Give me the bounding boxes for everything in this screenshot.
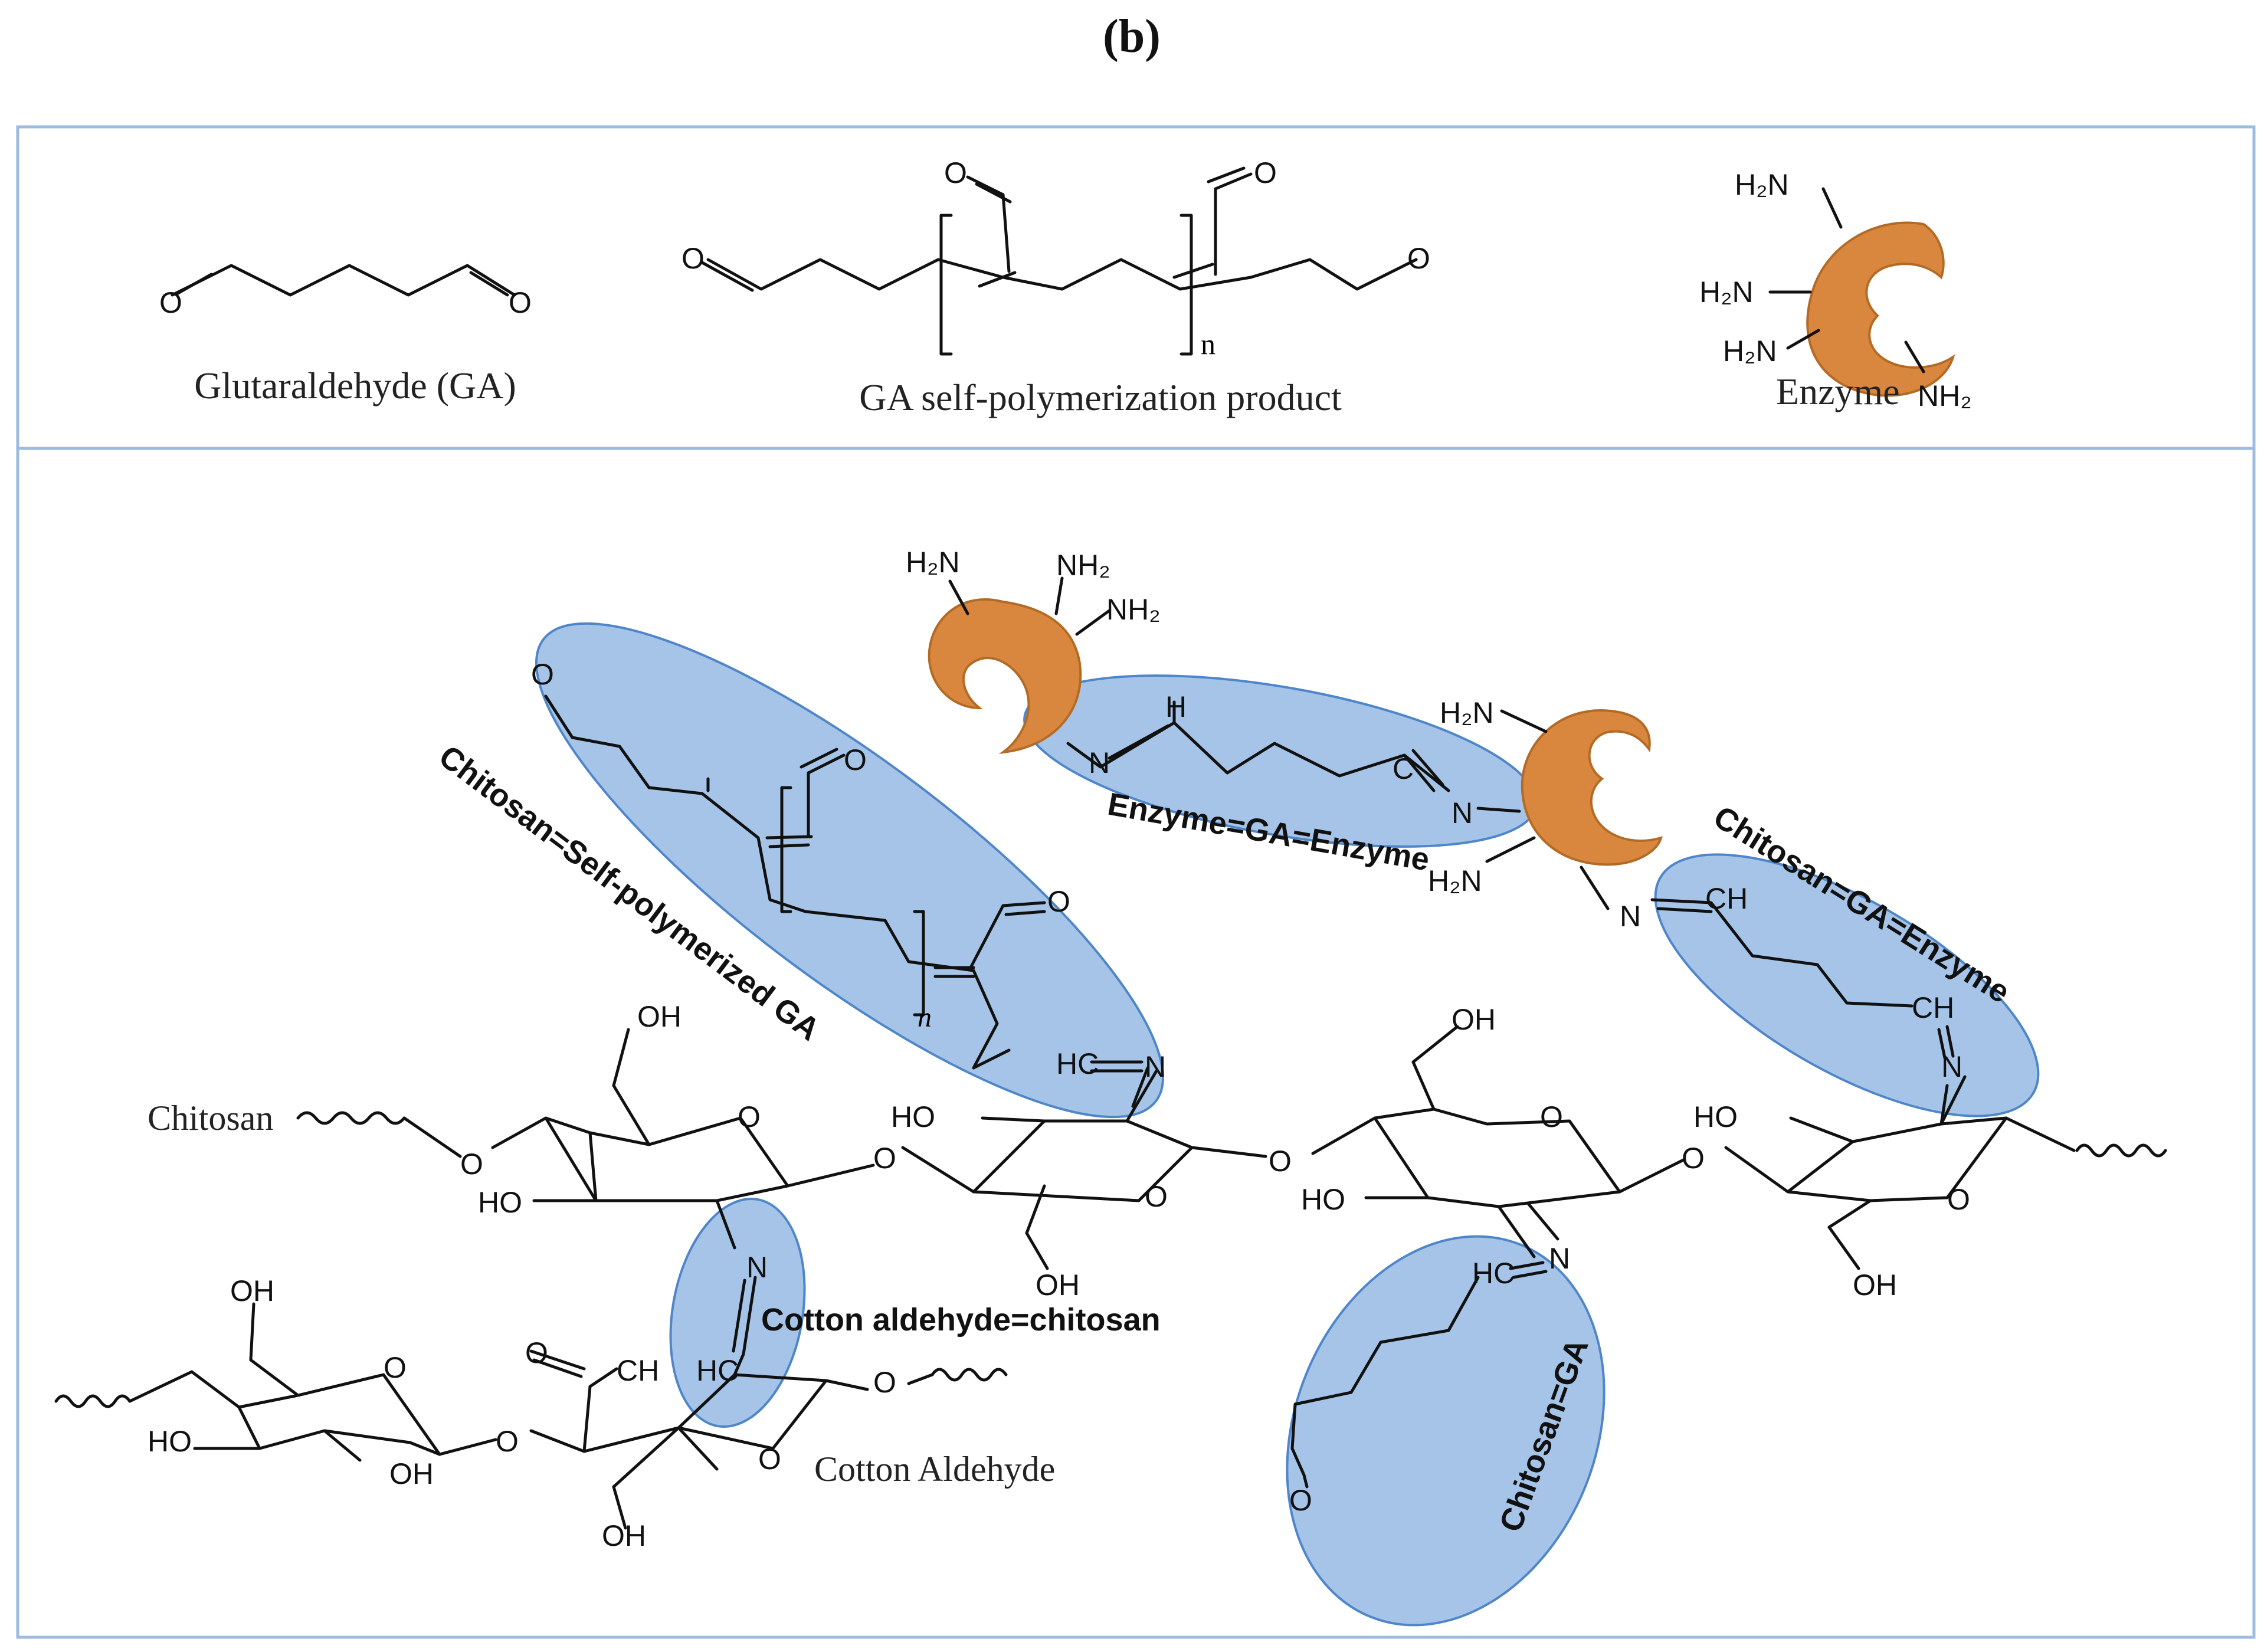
chitosan-ga-region	[1286, 1235, 1606, 1627]
polymer-caption: GA self-polymerization product	[859, 376, 1342, 418]
amine-bond	[948, 579, 969, 615]
atom-n: N	[1452, 796, 1473, 830]
atom-o: O	[1540, 1100, 1563, 1133]
atom-ho: HO	[478, 1186, 522, 1219]
atom-n: N	[746, 1251, 768, 1284]
atom-ho: HO	[148, 1425, 192, 1458]
atom-hc: HC	[696, 1354, 739, 1387]
atom-ho: HO	[1301, 1183, 1345, 1216]
panel-label: (b)	[1103, 11, 1161, 63]
polymer-subscript: n	[918, 1002, 932, 1033]
atom-o: O	[1947, 1183, 1970, 1216]
atom-o: O	[496, 1425, 519, 1458]
amine-label: NH₂	[1056, 549, 1110, 582]
atom-n: N	[1620, 900, 1641, 933]
glutaraldehyde-structure: O O Glutaraldehyde (GA)	[159, 264, 532, 407]
atom-ch: CH	[1912, 991, 1954, 1024]
enzyme-legend: H₂N H₂N H₂N NH₂ Enzyme	[1699, 168, 1972, 412]
atom-o: O	[1682, 1142, 1705, 1175]
self-polymerized-region	[535, 622, 1164, 1119]
atom-oh: OH	[602, 1519, 646, 1552]
atom-o: O	[758, 1443, 781, 1476]
atom-hc: HC	[1472, 1257, 1515, 1290]
enzyme-ga-enzyme-chain	[1066, 700, 1521, 813]
amine-label: NH₂	[1106, 593, 1161, 626]
enzyme-caption: Enzyme	[1776, 371, 1900, 412]
atom-oh: OH	[1036, 1268, 1080, 1302]
amine-label: NH₂	[1918, 379, 1972, 412]
amine-bond	[1054, 576, 1064, 615]
atom-o: O	[1289, 1484, 1312, 1517]
amine-bond	[1500, 709, 1548, 733]
atom-o: O	[844, 743, 867, 776]
atom-o: O	[509, 286, 532, 319]
atom-oh: OH	[389, 1457, 434, 1490]
atom-o: O	[873, 1366, 896, 1399]
atom-n: N	[1145, 1050, 1166, 1083]
atom-o: O	[1254, 156, 1277, 189]
atom-o: O	[1047, 885, 1070, 918]
atom-o: O	[944, 156, 967, 189]
cotton-chitosan-region-label: Cotton aldehyde=chitosan	[761, 1302, 1161, 1338]
enzyme-icon	[928, 598, 1082, 754]
atom-o: O	[460, 1148, 483, 1181]
amine-label: H₂N	[1699, 276, 1754, 309]
chitosan-backbone	[296, 1025, 2167, 1270]
atom-oh: OH	[1853, 1268, 1897, 1302]
atom-o: O	[873, 1142, 896, 1175]
amine-label: H₂N	[1735, 168, 1789, 201]
atom-c: C	[1393, 752, 1414, 785]
atom-o: O	[738, 1100, 761, 1133]
atom-o: O	[1269, 1145, 1292, 1178]
atom-ho: HO	[891, 1100, 935, 1133]
atom-o: O	[531, 658, 554, 691]
atom-ch: CH	[617, 1354, 659, 1387]
cotton-aldehyde-label: Cotton Aldehyde	[814, 1450, 1055, 1489]
enzyme-icon	[1521, 709, 1663, 866]
amine-label: H₂N	[1428, 864, 1482, 897]
atom-ho: HO	[1693, 1100, 1738, 1133]
atom-h: H	[1165, 690, 1187, 723]
amine-label: H₂N	[1440, 696, 1494, 729]
atom-ch: CH	[1705, 882, 1748, 915]
atom-n: N	[1549, 1242, 1570, 1275]
chitosan-ga-chain	[1290, 1202, 1559, 1489]
atom-o: O	[384, 1351, 407, 1384]
atom-hc: HC	[1056, 1047, 1099, 1080]
self-polymerized-ga-chain	[544, 694, 1149, 1108]
amine-label: H₂N	[1723, 335, 1777, 368]
glutaraldehyde-caption: Glutaraldehyde (GA)	[194, 365, 516, 407]
enzyme-icon	[1806, 221, 1955, 397]
atom-o: O	[159, 286, 182, 319]
atom-oh: OH	[230, 1274, 274, 1307]
figure-frame	[16, 125, 2256, 1639]
chitosan-ga-enzyme-chain	[1580, 866, 1955, 1126]
atom-o: O	[682, 242, 705, 275]
atom-oh: OH	[637, 1000, 682, 1033]
amine-bond	[1075, 609, 1111, 636]
polymer-subscript: n	[1201, 327, 1215, 360]
ga-polymer-structure: O O O O n GA self-polymerization product	[682, 156, 1430, 418]
atom-n: N	[1089, 746, 1110, 779]
amine-label: H₂N	[906, 546, 960, 579]
cotton-aldehyde-backbone	[54, 1276, 1008, 1530]
cotton-chitosan-region	[669, 1198, 806, 1428]
atom-n: N	[1941, 1050, 1962, 1083]
amine-bond	[1485, 836, 1536, 863]
atom-o: O	[1145, 1180, 1168, 1213]
chitosan-label: Chitosan	[148, 1099, 273, 1138]
atom-o: O	[525, 1336, 548, 1369]
atom-oh: OH	[1452, 1003, 1496, 1036]
atom-o: O	[1407, 242, 1430, 275]
